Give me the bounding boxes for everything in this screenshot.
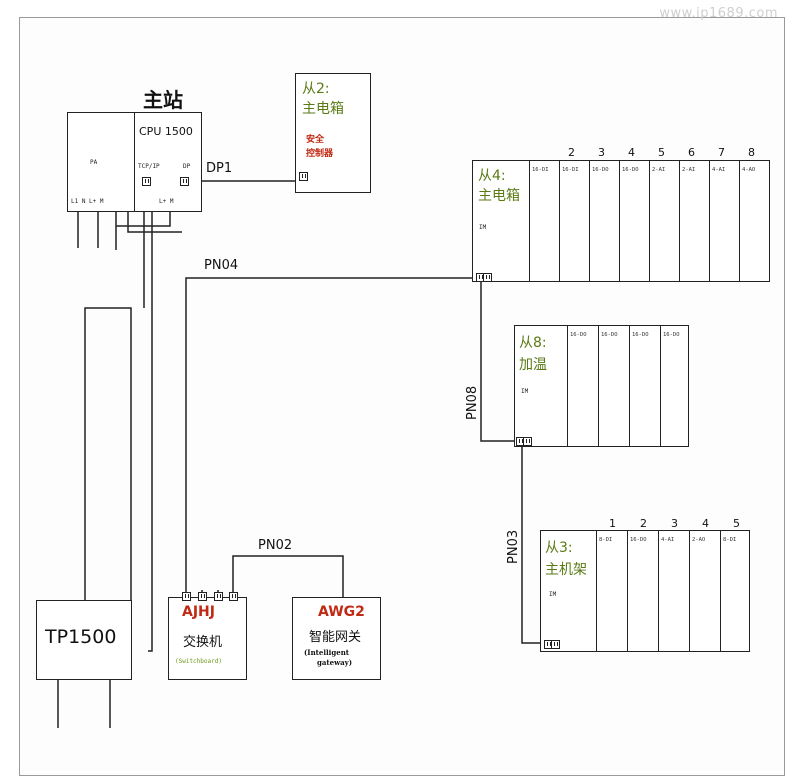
- slave4-slot: 16-DO: [589, 161, 609, 281]
- slave3-slot: 16-DO: [627, 531, 647, 651]
- slave2-subtitle: 主电箱: [302, 101, 344, 117]
- cpu-terminals: L+ M: [159, 198, 174, 205]
- slave8-title: 从8:: [519, 335, 547, 351]
- slave4-slot: 16-DO: [619, 161, 639, 281]
- slave4-slot-number: 2: [568, 146, 575, 159]
- slave3-slot: 8-DI: [720, 531, 736, 651]
- slave3-slot-number: 5: [733, 517, 740, 530]
- pn03-label: PN03: [506, 529, 521, 564]
- cpu-module: CPU 1500 TCP/IP DP L+ M: [134, 112, 202, 212]
- cpu-label: CPU 1500: [139, 125, 193, 138]
- slave8-rack: 从8: 加温 IM 16-DO 16-DO 16-DO 16-DO: [514, 325, 689, 447]
- pn04-label: PN04: [204, 258, 239, 273]
- gateway-name: 智能网关: [309, 630, 362, 645]
- dp-port-label: DP: [183, 163, 191, 170]
- slave4-rack: 从4: 主电箱 IM 16-DI 16-DI 16-DO 16-DO 2-AI …: [472, 160, 770, 282]
- slave3-rack: 从3: 主机架 IM 8-DI 16-DO 4-AI 2-AO 8-DI: [540, 530, 750, 652]
- pn08-label: PN08: [465, 385, 480, 420]
- slave2-box: 从2: 主电箱 安全 控制器: [295, 73, 371, 193]
- switch-port-icon: [214, 592, 223, 601]
- slave8-slot: 16-DO: [598, 326, 618, 446]
- tcp-port-label: TCP/IP: [138, 163, 160, 170]
- wire-pn04: [185, 277, 476, 597]
- switch-model: AJHJ: [182, 604, 215, 620]
- gateway-model: AWG2: [318, 604, 365, 620]
- slave3-slot: 4-AI: [658, 531, 674, 651]
- slave4-slot: 4-AO: [739, 161, 755, 281]
- slave4-im: IM: [479, 224, 487, 231]
- slave8-pn-port-icon: [523, 437, 532, 446]
- slave8-slot: 16-DO: [567, 326, 587, 446]
- slave3-slot-number: 4: [702, 517, 709, 530]
- gateway-awg2: AWG2 智能网关 (Intelligent gateway): [292, 597, 381, 680]
- slave2-title: 从2:: [302, 81, 330, 97]
- tp1500-label: TP1500: [45, 626, 117, 648]
- wire-tp-1: [84, 307, 132, 610]
- slave8-im: IM: [521, 388, 529, 395]
- slave3-subtitle: 主机架: [545, 562, 587, 578]
- switch-ajhj: AJHJ 交换机 (Switchboard): [168, 597, 247, 680]
- slave2-note-1: 安全: [306, 135, 325, 145]
- slave8-slot: 16-DO: [629, 326, 649, 446]
- wire-pn03: [521, 445, 546, 644]
- slave8-subtitle: 加温: [519, 357, 547, 373]
- slave3-slot-number: 2: [640, 517, 647, 530]
- slave4-subtitle: 主电箱: [478, 188, 520, 204]
- pa-label: PA: [90, 159, 98, 166]
- switch-port-icon: [198, 592, 207, 601]
- switch-sub: (Switchboard): [175, 658, 222, 665]
- slave4-pn-port-icon: [483, 273, 492, 282]
- wire-pn02: [232, 555, 344, 597]
- switch-port-icon: [229, 592, 238, 601]
- wire-pn08: [480, 282, 518, 442]
- master-title: 主站: [143, 88, 183, 112]
- slave3-im: IM: [549, 591, 557, 598]
- slave4-slot: 16-DI: [559, 161, 579, 281]
- slave4-slot-number: 7: [718, 146, 725, 159]
- wire-tp-2: [148, 186, 153, 652]
- cpu-tcp-port-icon: [142, 177, 151, 186]
- slave3-slot: 2-AO: [689, 531, 705, 651]
- pa-terminals: L1 N L+ M: [71, 198, 104, 205]
- slave3-title: 从3:: [545, 540, 573, 556]
- slave4-slot-number: 4: [628, 146, 635, 159]
- tp1500-panel: TP1500: [36, 600, 132, 680]
- slave4-slot-number: 6: [688, 146, 695, 159]
- slave3-slot: 8-DI: [596, 531, 612, 651]
- watermark: www.ip1689.com: [659, 6, 778, 21]
- slave4-slot: 2-AI: [679, 161, 695, 281]
- slave3-slot-number: 1: [609, 517, 616, 530]
- gateway-sub2: gateway): [317, 658, 353, 667]
- dp1-label: DP1: [206, 161, 233, 176]
- cpu-dp-port-icon: [180, 177, 189, 186]
- slave2-note-2: 控制器: [306, 149, 334, 159]
- slave4-slot: 16-DI: [529, 161, 549, 281]
- slave4-slot: 4-AI: [709, 161, 725, 281]
- slave4-slot-number: 5: [658, 146, 665, 159]
- switch-name: 交换机: [183, 635, 223, 650]
- slave4-slot-number: 8: [748, 146, 755, 159]
- slave8-slot: 16-DO: [660, 326, 680, 446]
- pn02-label: PN02: [258, 538, 293, 553]
- slave4-slot: 2-AI: [649, 161, 665, 281]
- slave3-pn-port-icon: [551, 640, 560, 649]
- slave4-title: 从4:: [478, 168, 506, 184]
- switch-port-icon: [182, 592, 191, 601]
- slave2-dp-port-icon: [299, 172, 308, 181]
- power-supply-pa: PA L1 N L+ M: [67, 112, 135, 212]
- gateway-sub1: (Intelligent: [304, 648, 350, 657]
- slave4-slot-number: 3: [598, 146, 605, 159]
- slave3-slot-number: 3: [671, 517, 678, 530]
